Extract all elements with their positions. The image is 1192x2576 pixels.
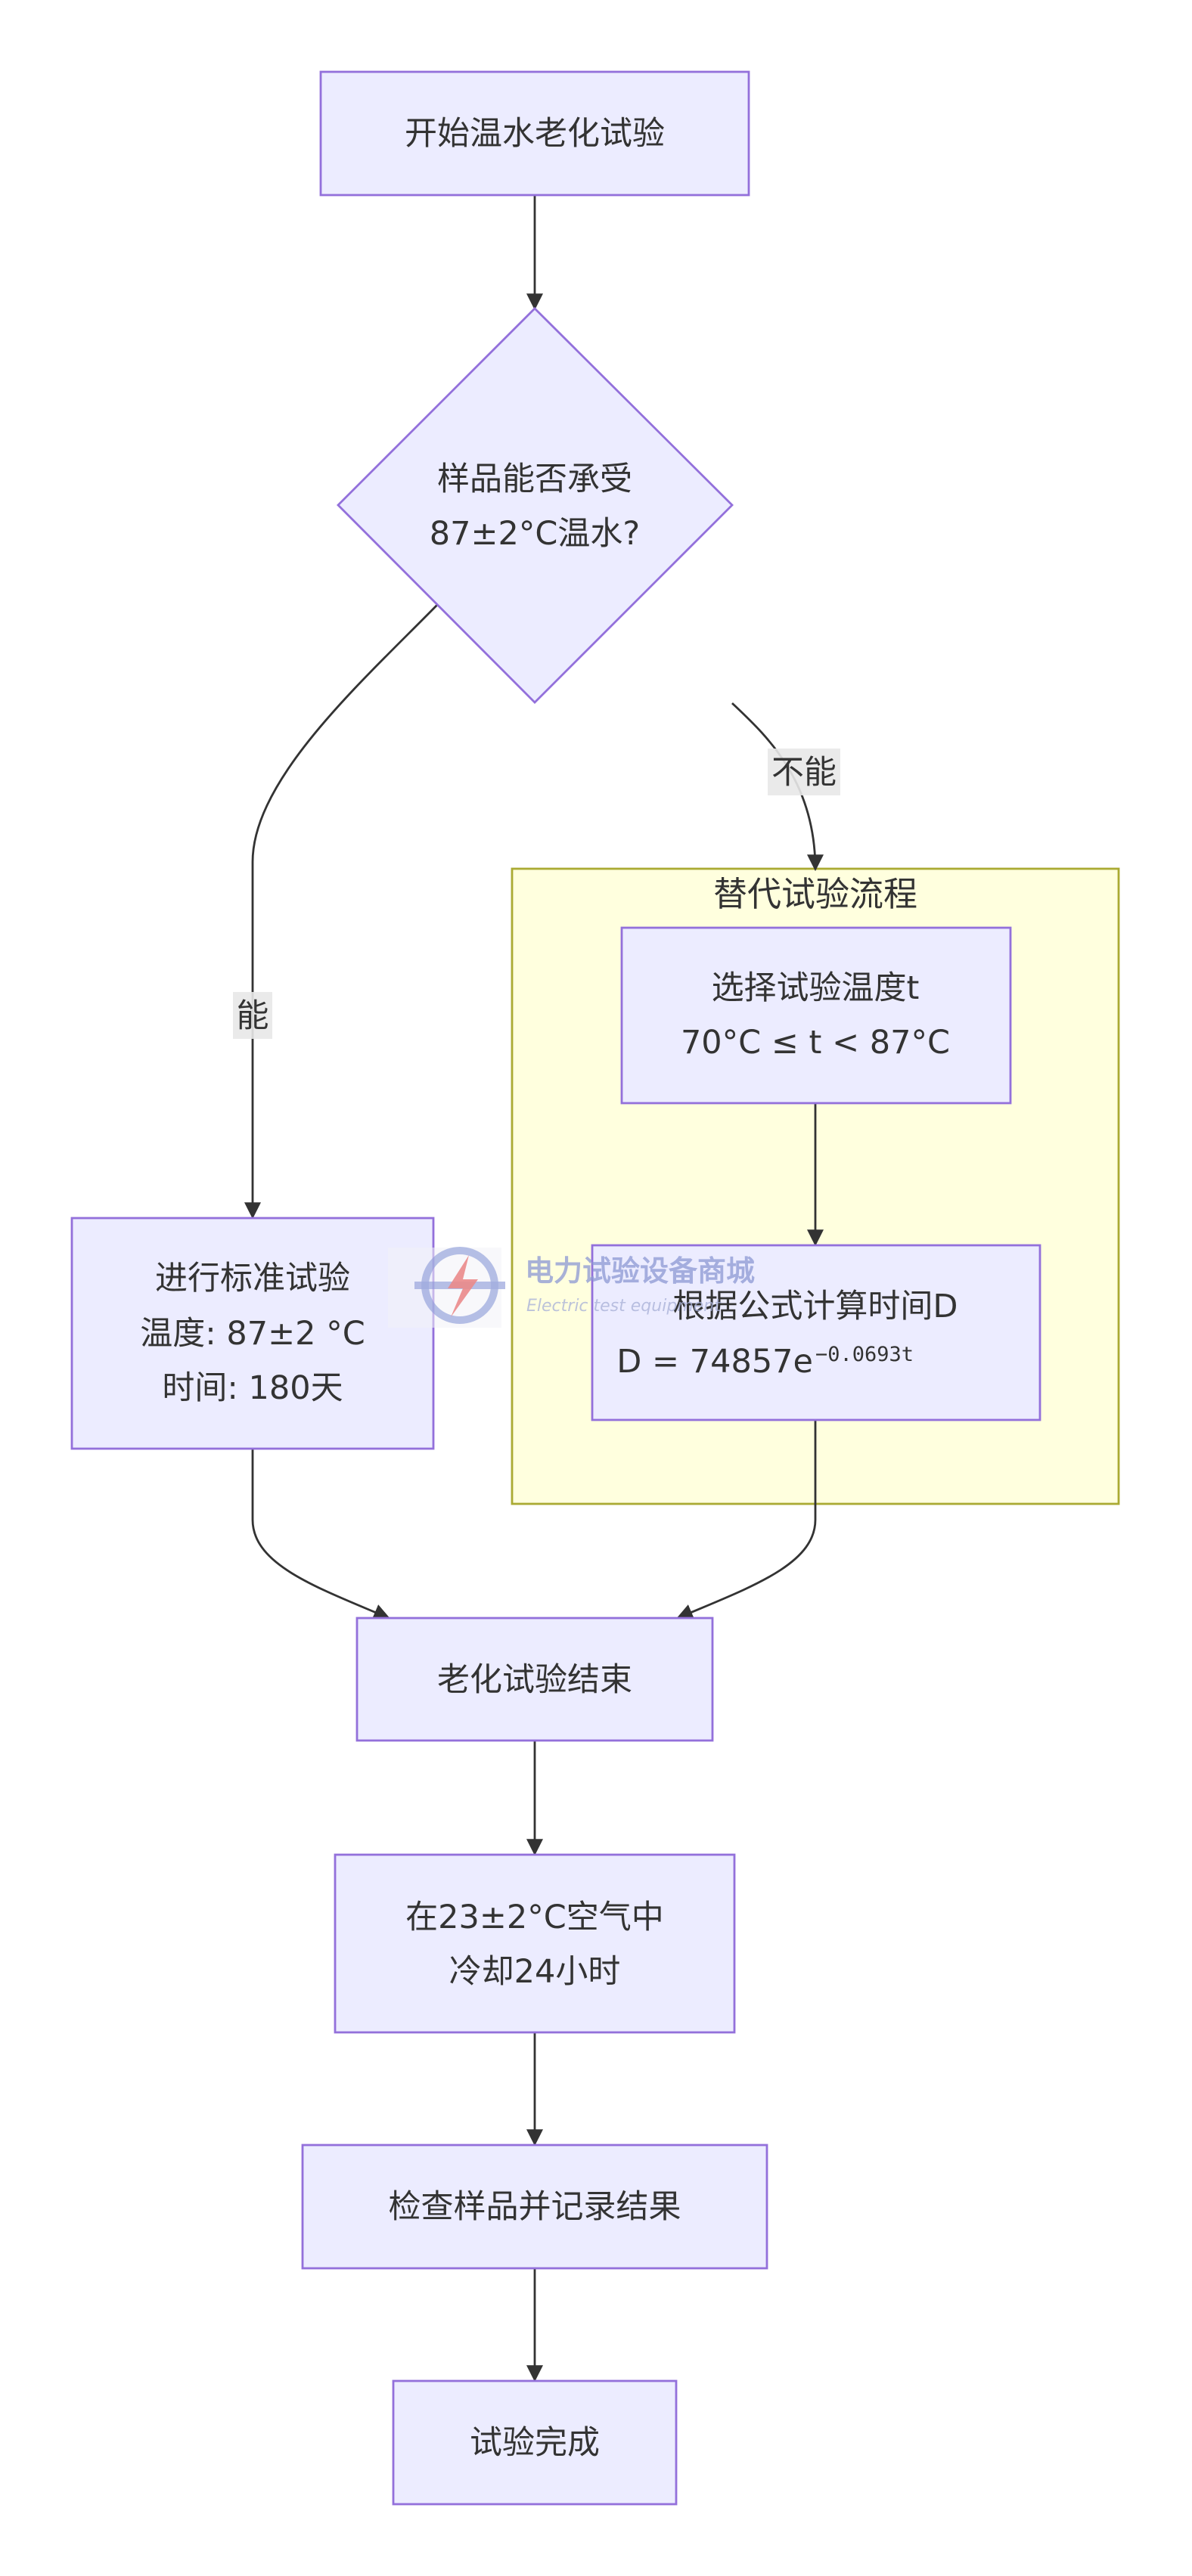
cluster-title: 替代试验流程 [713, 874, 917, 914]
watermark: 电力试验设备商城 Electric test equipment [388, 1247, 755, 1328]
watermark-subtitle: Electric test equipment [526, 1297, 722, 1316]
svg-text:D = 74857e: D = 74857e [616, 1343, 813, 1381]
node-inspect: 检查样品并记录结果 [301, 2144, 768, 2270]
node-start: 开始温水老化试验 [319, 70, 750, 197]
svg-text:冷却24小时: 冷却24小时 [449, 1953, 621, 1991]
svg-text:样品能否承受: 样品能否承受 [437, 460, 632, 498]
svg-text:能: 能 [237, 997, 269, 1035]
svg-text:不能: 不能 [771, 754, 837, 792]
edge-decision-yes-to-standard [244, 604, 438, 1220]
edge-calc-to-end [675, 1419, 817, 1620]
svg-text:老化试验结束: 老化试验结束 [437, 1661, 632, 1699]
edge-label-yes: 能 [233, 992, 272, 1039]
node-cooling: 在23±2°C空气中 冷却24小时 [334, 1853, 736, 2034]
svg-text:70°C ≤ t < 87°C: 70°C ≤ t < 87°C [681, 1024, 950, 1062]
svg-text:根据公式计算时间D: 根据公式计算时间D [672, 1288, 958, 1325]
node-standard-test: 进行标准试验 温度: 87±2 °C 时间: 180天 [70, 1217, 435, 1450]
svg-text:开始温水老化试验: 开始温水老化试验 [405, 115, 665, 153]
watermark-title: 电力试验设备商城 [525, 1254, 755, 1288]
svg-text:87±2°C温水?: 87±2°C温水? [430, 515, 640, 553]
edge-standard-to-end [251, 1448, 391, 1620]
edge-label-no: 不能 [768, 749, 840, 795]
node-aging-end: 老化试验结束 [355, 1617, 714, 1742]
svg-text:时间: 180天: 时间: 180天 [162, 1369, 343, 1407]
node-calculate-time: 根据公式计算时间D D = 74857e −0.0693t [591, 1244, 1041, 1421]
svg-text:选择试验温度t: 选择试验温度t [712, 969, 920, 1007]
lightning-logo-icon [414, 1247, 505, 1324]
svg-text:检查样品并记录结果: 检查样品并记录结果 [389, 2188, 681, 2226]
node-decision: 样品能否承受 87±2°C温水? [337, 307, 734, 704]
svg-text:−0.0693t: −0.0693t [815, 1343, 914, 1366]
svg-text:进行标准试验: 进行标准试验 [155, 1260, 350, 1297]
edges [244, 195, 824, 2382]
svg-text:温度: 87±2 °C: 温度: 87±2 °C [140, 1315, 365, 1353]
svg-text:在23±2°C空气中: 在23±2°C空气中 [405, 1899, 664, 1936]
node-select-temperature: 选择试验温度t 70°C ≤ t < 87°C [620, 926, 1012, 1105]
node-done: 试验完成 [392, 2379, 678, 2506]
svg-text:试验完成: 试验完成 [470, 2424, 600, 2462]
